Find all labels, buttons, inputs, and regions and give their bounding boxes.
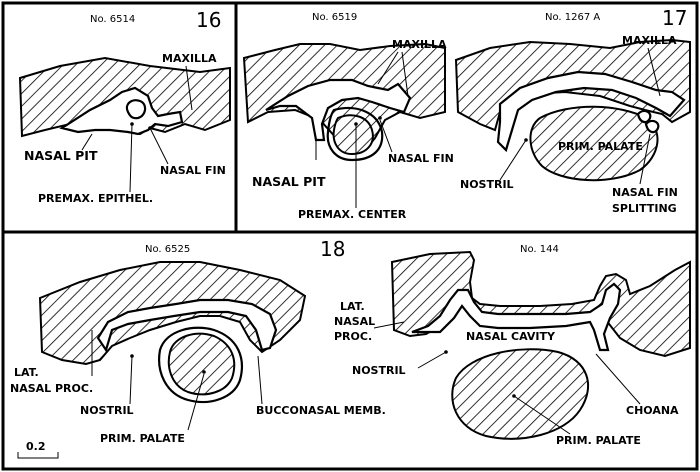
scale-bar: 0.2	[17, 440, 59, 459]
leader-lat-nasal-proc	[373, 321, 405, 329]
label-prim-palate: PRIM. PALATE	[558, 140, 643, 153]
label-bucconasal-memb: BUCCONASAL MEMB.	[256, 404, 386, 417]
label-nasal-fin: NASAL FIN	[388, 152, 454, 165]
label-choana: CHOANA	[626, 404, 679, 417]
marker-premax-epithel	[130, 122, 134, 126]
leader-maxilla	[647, 47, 661, 97]
premax-center-outline	[326, 106, 384, 162]
panel-18-left: No. 6525 18 LAT. NASAL PROC. NOSTRIL PRI…	[10, 237, 386, 459]
specimen-number: No. 1267 A	[545, 12, 600, 23]
figure-number: 16	[196, 8, 221, 32]
marker-prim-palate	[202, 370, 206, 374]
label-nostril: NOSTRIL	[460, 178, 514, 191]
label-maxilla: MAXILLA	[392, 38, 447, 51]
label-lat-1: LAT.	[340, 300, 365, 313]
premax-center-region	[332, 114, 374, 156]
label-nasal-pit: NASAL PIT	[24, 148, 98, 163]
panel-16: No. 6514 16 MAXILLA NASAL PIT NASAL FIN …	[18, 8, 231, 205]
marker-nostril	[524, 138, 528, 142]
label-maxilla: MAXILLA	[622, 34, 677, 47]
leader-maxilla	[185, 65, 193, 111]
label-maxilla: MAXILLA	[162, 52, 217, 65]
leader-prim-palate	[187, 373, 205, 431]
leader-prim-palate	[513, 395, 571, 435]
specimen-number: No. 144	[520, 244, 559, 255]
prim-palate-region	[167, 332, 236, 396]
panel-18-right: No. 144 LAT. NASAL PROC. NASAL CAVITY NO…	[334, 244, 691, 447]
leader-nasal-fin	[379, 119, 393, 153]
leader-nasal-fin	[149, 127, 169, 165]
label-nostril: NOSTRIL	[80, 404, 134, 417]
leader-nostril	[417, 351, 447, 369]
leader-maxilla-2	[401, 51, 409, 97]
marker-nostril	[444, 350, 448, 354]
marker-nasal-fin	[148, 126, 152, 130]
label-lat-2: NASAL	[334, 315, 375, 328]
leader-maxilla-1	[377, 51, 399, 85]
premax-epithel-outline	[125, 99, 147, 120]
label-prim-palate: PRIM. PALATE	[100, 432, 185, 445]
nasal-cavity-epithelium	[411, 282, 622, 352]
marker-nostril	[130, 354, 134, 358]
figure-number: 17	[662, 6, 687, 30]
label-lat-nasal-proc-1: LAT.	[14, 366, 39, 379]
label-nasal-fin: NASAL FIN	[160, 164, 226, 177]
nasal-pit-epithelium	[265, 78, 412, 142]
label-nasal-cavity: NASAL CAVITY	[466, 330, 556, 343]
leader-nostril	[499, 139, 527, 181]
marker-prim-palate	[512, 394, 516, 398]
nasal-fin-splitting-mark	[636, 109, 652, 124]
prim-palate-region	[451, 348, 589, 440]
nasal-epithelium	[96, 298, 278, 353]
label-nasal-fin-splitting-2: SPLITTING	[612, 202, 677, 215]
leader-nostril	[129, 355, 133, 405]
figure-number: 18	[320, 237, 345, 261]
leader-choana	[595, 353, 641, 405]
marker-nasal-fin	[378, 116, 382, 120]
specimen-number: No. 6525	[145, 244, 190, 255]
nasal-pit-epithelium	[59, 86, 184, 136]
marker-premax-center	[354, 122, 358, 126]
label-nostril: NOSTRIL	[352, 364, 406, 377]
nasal-epithelium	[496, 70, 686, 153]
label-premax-center: PREMAX. CENTER	[298, 208, 407, 221]
leader-nasal-fin-splitting	[639, 133, 651, 185]
specimen-number: No. 6519	[312, 12, 357, 23]
panel-17: No. 1267 A 17 MAXILLA PRIM. PALATE NOSTR…	[454, 6, 691, 215]
panel-6519: No. 6519 MAXILLA NASAL PIT NASAL FIN PRE…	[242, 12, 454, 221]
prim-palate-region	[529, 105, 659, 182]
scale-bar-label: 0.2	[26, 440, 46, 453]
leader-nasal-pit	[81, 133, 93, 151]
label-prim-palate: PRIM. PALATE	[556, 434, 641, 447]
leader-bucconasal-memb	[257, 355, 263, 405]
prim-palate-outline	[158, 326, 244, 404]
label-lat-nasal-proc-2: NASAL PROC.	[10, 382, 93, 395]
label-nasal-fin-splitting-1: NASAL FIN	[612, 186, 678, 199]
label-lat-3: PROC.	[334, 330, 372, 343]
label-nasal-pit: NASAL PIT	[252, 174, 326, 189]
leader-premax-epithel	[129, 123, 133, 193]
specimen-number: No. 6514	[90, 14, 135, 25]
nasal-fin-splitting-mark-2	[644, 119, 660, 134]
label-premax-epithel: PREMAX. EPITHEL.	[38, 192, 153, 205]
